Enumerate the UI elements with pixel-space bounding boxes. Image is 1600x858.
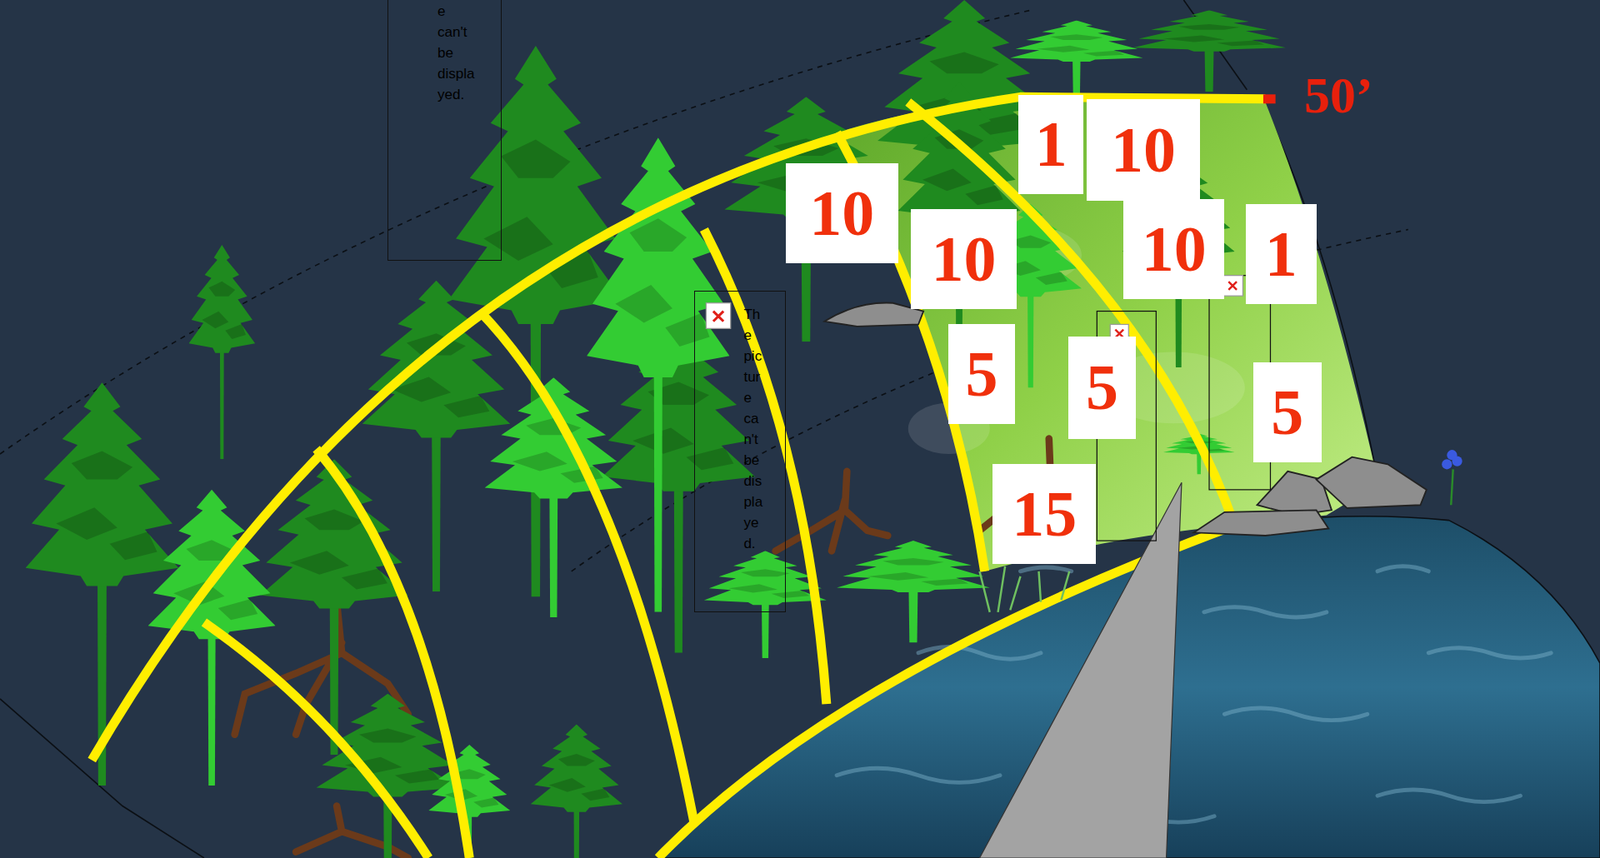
water-ripples — [836, 566, 1551, 823]
plot-lines — [91, 96, 1265, 858]
value-box: 10 — [1086, 99, 1200, 201]
dimension-label: 50’ — [1304, 69, 1374, 121]
callout-number: 10 — [931, 226, 997, 292]
picture-placeholder: e can't be displa yed. — [387, 0, 502, 261]
callout-number: 5 — [965, 341, 998, 407]
callout-number: 1 — [1035, 111, 1068, 177]
placeholder-text: Th e pic tur e ca n't be dis pla ye d. — [743, 304, 763, 555]
value-box: 15 — [992, 464, 1096, 565]
callout-number: 15 — [1011, 481, 1077, 547]
callout-number: 10 — [1141, 216, 1207, 282]
callout-number: 1 — [1265, 221, 1298, 287]
value-box: 1 — [1245, 204, 1316, 305]
rocks — [824, 303, 1426, 536]
value-box: 5 — [1068, 336, 1136, 439]
value-box: 5 — [948, 324, 1016, 425]
value-box: 10 — [1123, 199, 1225, 300]
dimension-tick — [1263, 94, 1276, 104]
value-box: 10 — [910, 209, 1016, 310]
callout-number: 5 — [1270, 380, 1304, 445]
value-box: 10 — [785, 163, 899, 264]
value-box: 1 — [1018, 95, 1084, 195]
tree-group — [25, 0, 1286, 858]
value-box: 5 — [1253, 362, 1322, 463]
callout-number: 10 — [1110, 117, 1176, 183]
callout-number: 5 — [1085, 355, 1119, 420]
picture-placeholder: Th e pic tur e ca n't be dis pla ye d. — [694, 290, 786, 613]
callout-number: 10 — [809, 180, 875, 246]
reeds — [980, 566, 1070, 613]
flower — [1441, 450, 1462, 505]
placeholder-text: e can't be displa yed. — [437, 0, 475, 105]
